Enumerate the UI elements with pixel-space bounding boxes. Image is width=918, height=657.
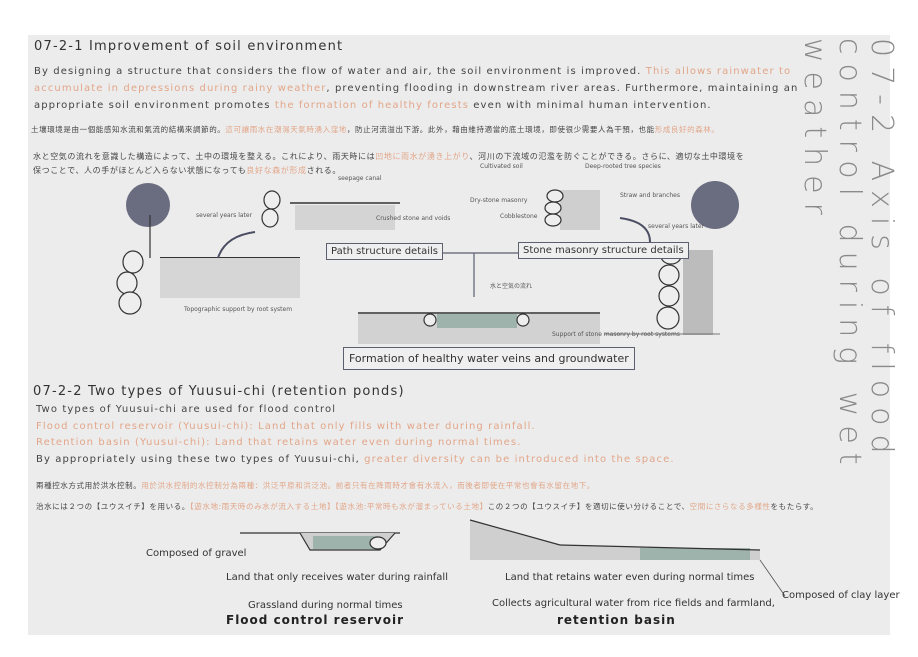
section1-en-line2: accumulate in depressions during rainy w… [34,83,799,94]
label-years-left: several years later [196,212,253,219]
label-years-right: several years later [648,223,705,230]
vertical-title-line2: control during wet weather [797,38,867,474]
label-rain-only: Land that only receives water during rai… [226,572,448,583]
section2-line3: Retention basin (Yuusui-chi): Land that … [36,437,522,448]
section2-title: 07-2-2 Two types of Yuusui-chi (retentio… [33,384,405,399]
section2-line2: Flood control reservoir (Yuusui-chi): La… [36,421,536,432]
label-topo: Topographic support by root system [184,306,293,313]
section1-en-line3: appropriate soil environment promotes th… [34,100,712,111]
label-cobble: Cobblestone [500,213,538,220]
path-structure-box: Path structure details [326,243,444,260]
label-support: Support of stone masonry by root systems [552,331,680,338]
label-collects: Collects agricultural water from rice fi… [492,598,775,609]
reservoir-caption: Flood control reservoir [226,613,405,627]
stone-masonry-box: Stone masonry structure details [518,242,689,259]
retention-diagrams [240,519,786,597]
label-crushed: Crushed stone and voids [376,215,451,222]
label-deep-root: Deep-rooted tree species [585,163,661,170]
vertical-title-line1: 07-2 Axis of flood [864,38,899,463]
section2-jp: 治水には２つの【ユウスイチ】を用いる。【遊水地:雨天時のみ水が流入する土地】【遊… [36,502,819,511]
section1-en-line1: By designing a structure that considers … [34,66,792,77]
section1-cn: 土壤環境是由一個能感知水流和氣流的結構來調節的。這可讓雨水在潮濕天氣時湧入窪地，… [31,125,720,134]
basin-caption: retention basin [557,613,676,627]
tree-icon [126,183,170,227]
label-cultivated: Cultivated soil [480,163,523,170]
label-retains: Land that retains water even during norm… [505,572,755,583]
label-straw: Straw and branches [620,192,680,199]
section1-jp-line1: 水と空気の流れを意識した構造によって、土中の環境を整える。これにより、雨天時には… [33,152,745,161]
label-gravel: Composed of gravel [146,548,247,559]
label-clay: Composed of clay layer [782,590,900,601]
section2-line4: By appropriately using these two types o… [36,454,675,465]
label-flow: 水と空気の流れ [490,283,533,290]
label-seepage: seepage canal [338,175,382,182]
label-dry-stone: Dry-stone masonry [470,197,528,204]
label-grassland: Grassland during normal times [248,600,403,611]
water-channel [437,314,517,328]
section1-title: 07-2-1 Improvement of soil environment [34,39,344,54]
section1-jp-line2: 保つことで、人の手がほとんど入らない状態になっても良好な森が形成される。 [33,166,342,175]
section2-cn: 兩種控水方式用於洪水控制。用於洪水控制的水控制分為兩種：洪泛平原和洪泛池。前者只… [36,481,595,490]
section2-line1: Two types of Yuusui-chi are used for flo… [36,404,337,415]
formation-box: Formation of healthy water veins and gro… [343,347,635,370]
